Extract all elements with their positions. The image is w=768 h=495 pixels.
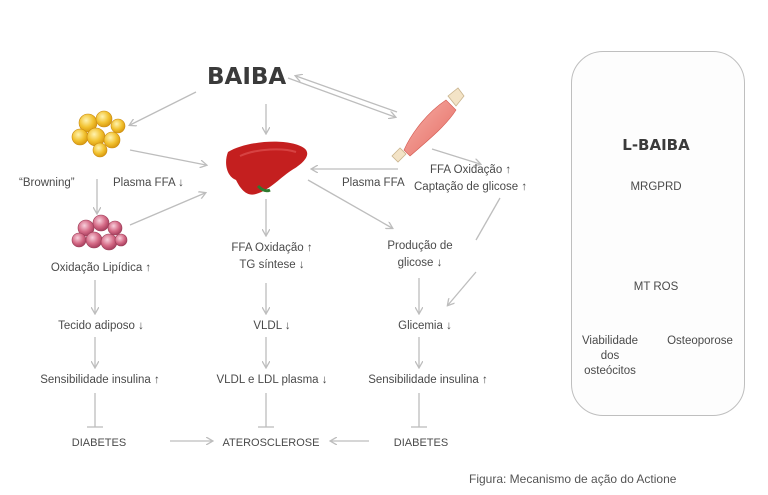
muscle-icon (391, 87, 465, 163)
mrgprd-label: MRGPRD (630, 181, 682, 193)
ffa-oxidation-center-label: FFA Oxidação ↑ (231, 242, 313, 254)
osteocyte-viability-label-line2: dos (600, 350, 620, 362)
lipid-oxidation-label: Oxidação Lipídica ↑ (50, 262, 152, 274)
glucose-production-label-line1: Produção de (387, 240, 453, 252)
main-arrows (87, 76, 501, 441)
l-baiba-panel (571, 51, 745, 416)
atherosclerosis-label: ATEROSCLEROSE (222, 437, 320, 449)
osteocyte-viability-label-line3: osteócitos (584, 365, 636, 377)
insulin-sensitivity-right-label: Sensibilidade insulina ↑ (368, 374, 488, 386)
diabetes-right-label: DIABETES (393, 437, 449, 449)
mt-ros-label: MT ROS (633, 281, 679, 293)
browning-label: “Browning” (19, 177, 75, 189)
l-baiba-title: L-BAIBA (622, 136, 690, 154)
main-title: BAIBA (207, 64, 287, 90)
glucose-production-label-line2: glicose ↓ (397, 257, 443, 269)
tg-synthesis-label: TG síntese ↓ (239, 259, 305, 271)
osteocyte-viability-label-line1: Viabilidade (581, 335, 639, 347)
fat-cells-yellow-icon (71, 110, 126, 158)
glucose-uptake-label: Captação de glicose ↑ (414, 181, 528, 193)
insulin-sensitivity-left-label: Sensibilidade insulina ↑ (40, 374, 160, 386)
adipose-tissue-label: Tecido adiposo ↓ (58, 320, 144, 332)
vldl-ldl-plasma-label: VLDL e LDL plasma ↓ (216, 374, 328, 386)
glycemia-label: Glicemia ↓ (398, 320, 452, 332)
osteoporosis-label: Osteoporose (667, 335, 733, 347)
vldl-label: VLDL ↓ (253, 320, 291, 332)
ffa-oxidation-right-label: FFA Oxidação ↑ (430, 164, 512, 176)
fat-cells-pink-icon (71, 214, 128, 251)
liver-icon (226, 141, 308, 195)
plasma-ffa-left-label: Plasma FFA ↓ (113, 177, 184, 189)
diabetes-left-label: DIABETES (71, 437, 127, 449)
figure-caption: Figura: Mecanismo de ação do Actione (469, 472, 677, 486)
plasma-ffa-right-label: Plasma FFA (342, 177, 405, 189)
